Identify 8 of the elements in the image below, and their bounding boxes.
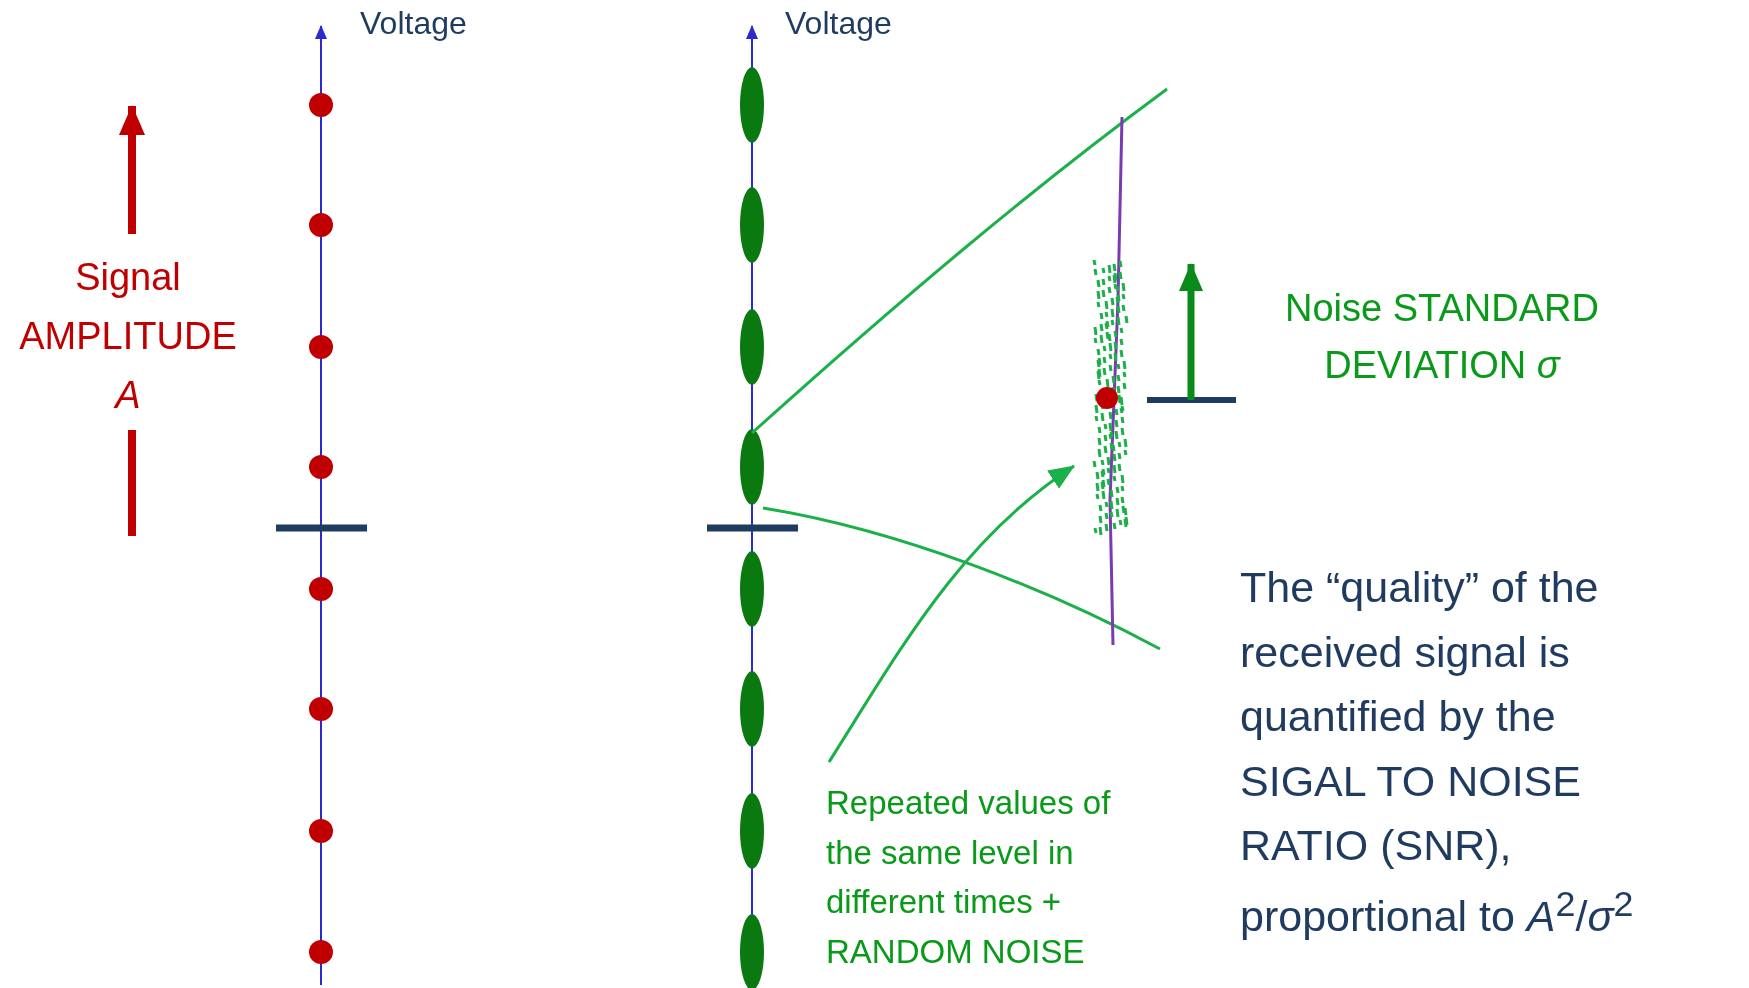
noise-scatter-drawing: [1092, 259, 1129, 536]
annotation-text: Repeated values of the same level in different times + RANDOM NOISE: [826, 778, 1126, 976]
explanation-text: The “quality” of the received signal is quantified by the SIGAL TO NOISE RATIO (SNR), proportional to A$^{2}$/σ$^{2}$: [1240, 562, 1635, 942]
leader-arrow: [827, 464, 1075, 763]
deviation-label: Noise STANDARD DEVIATION σ: [1284, 286, 1600, 388]
amplitude-label: Signal AMPLITUDE A: [18, 255, 238, 418]
axis-label: Voltage: [360, 4, 467, 43]
axis-label: Voltage: [785, 4, 892, 43]
